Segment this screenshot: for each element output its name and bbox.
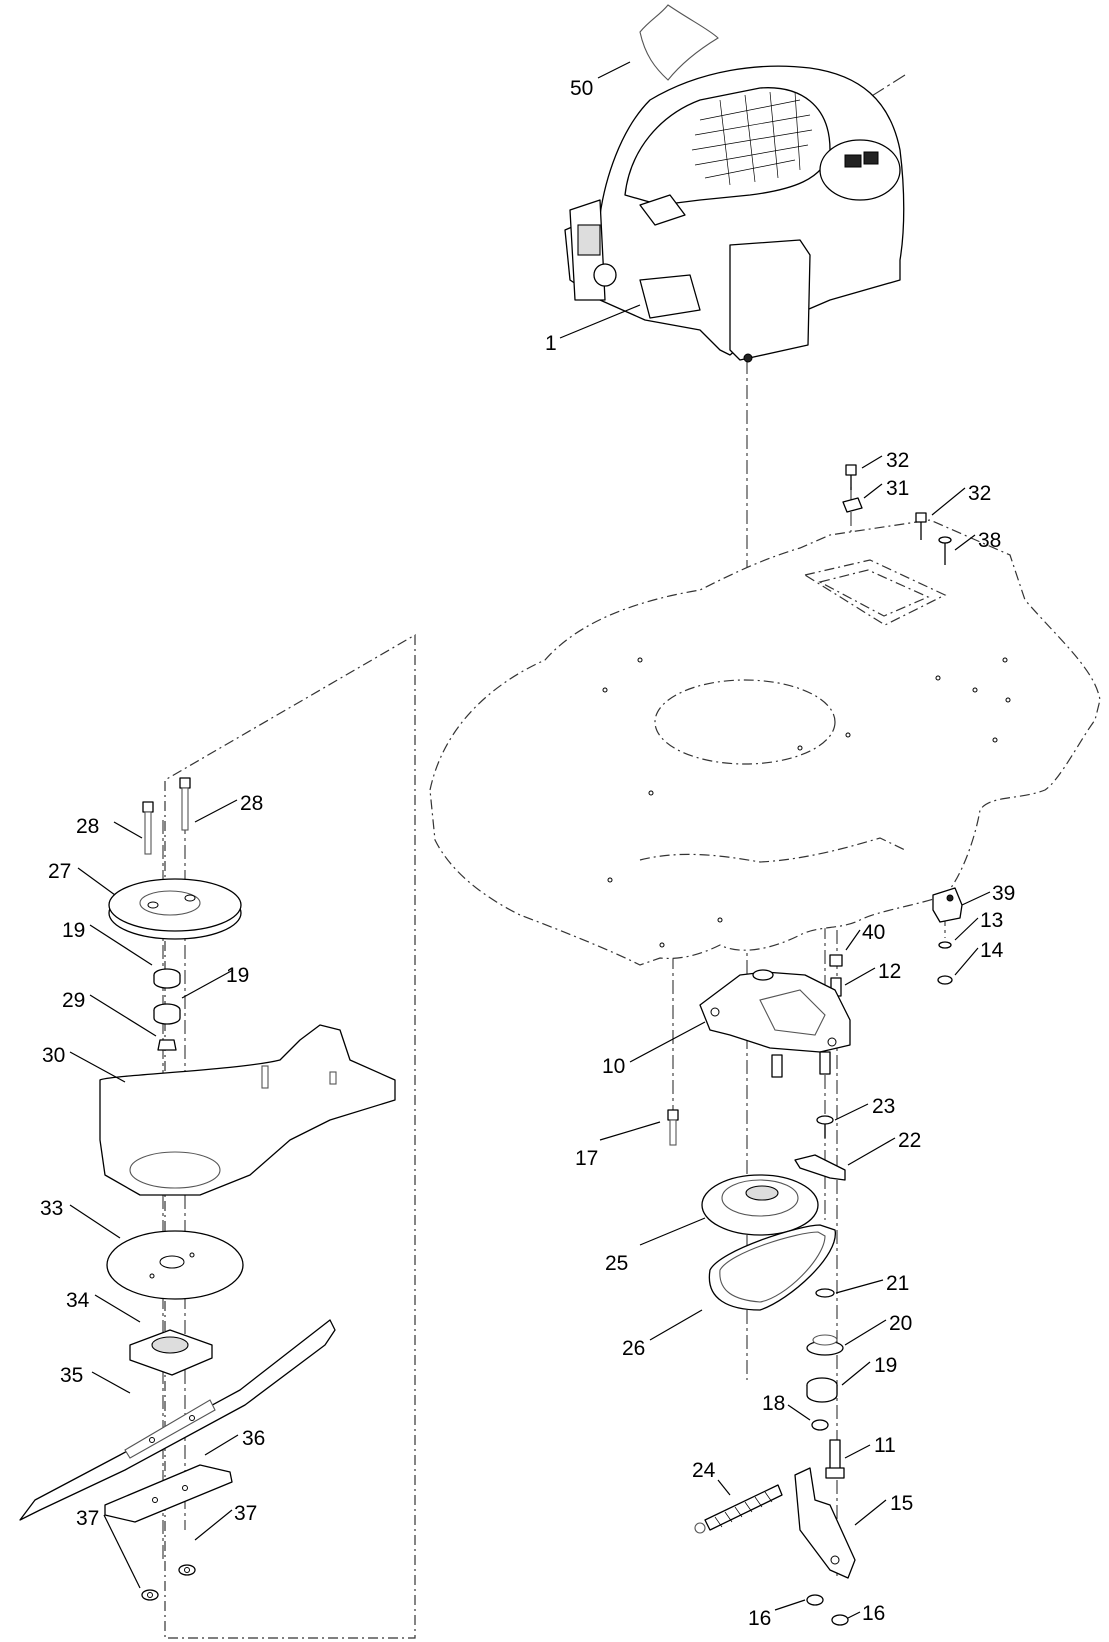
callout-28-b: 28 bbox=[240, 792, 263, 815]
callout-19-a: 19 bbox=[62, 919, 85, 942]
callout-27: 27 bbox=[48, 860, 71, 883]
stiffener-36 bbox=[104, 1464, 233, 1523]
bearing-19-a bbox=[153, 968, 181, 989]
knob-39 bbox=[932, 887, 963, 923]
callout-16-b: 16 bbox=[862, 1602, 885, 1625]
callout-29: 29 bbox=[62, 989, 85, 1012]
callout-11: 11 bbox=[874, 1434, 896, 1457]
pulley-25 bbox=[701, 1174, 819, 1236]
callout-20: 20 bbox=[889, 1312, 912, 1335]
callout-40: 40 bbox=[862, 921, 885, 944]
callout-1: 1 bbox=[545, 332, 557, 355]
callout-24: 24 bbox=[692, 1459, 716, 1482]
adapter-27 bbox=[108, 878, 242, 940]
clip-31 bbox=[842, 497, 863, 513]
callout-38: 38 bbox=[978, 529, 1001, 552]
callout-31: 31 bbox=[886, 477, 909, 500]
callout-18: 18 bbox=[762, 1392, 785, 1415]
callout-13: 13 bbox=[980, 909, 1003, 932]
bolt-28-b bbox=[179, 777, 191, 831]
callout-25: 25 bbox=[605, 1252, 628, 1275]
callout-16-a: 16 bbox=[748, 1607, 771, 1630]
nut-16-b bbox=[831, 1614, 849, 1626]
callout-23: 23 bbox=[872, 1095, 895, 1118]
callout-14: 14 bbox=[980, 939, 1004, 962]
blade-housing-30 bbox=[99, 1024, 396, 1196]
nut-37-a bbox=[141, 1589, 159, 1601]
callout-15: 15 bbox=[890, 1492, 913, 1515]
spring-24 bbox=[694, 1484, 783, 1534]
idler-arm-15 bbox=[794, 1467, 856, 1579]
callout-17: 17 bbox=[575, 1147, 598, 1170]
callout-26: 26 bbox=[622, 1337, 645, 1360]
callout-28-a: 28 bbox=[76, 815, 99, 838]
callout-50: 50 bbox=[570, 77, 593, 100]
callout-10: 10 bbox=[602, 1055, 625, 1078]
bushing-20 bbox=[806, 1334, 844, 1356]
nut-14 bbox=[937, 975, 953, 985]
screw-32-b bbox=[915, 512, 927, 540]
callout-19-b: 19 bbox=[226, 964, 249, 987]
callout-22: 22 bbox=[898, 1129, 921, 1152]
bolt-40 bbox=[829, 954, 843, 967]
pin-23 bbox=[816, 1115, 834, 1138]
idler-bracket-10 bbox=[699, 969, 851, 1078]
nut-37-b bbox=[178, 1564, 196, 1576]
shaft-11 bbox=[825, 1439, 845, 1479]
washer-21 bbox=[815, 1288, 835, 1298]
screw-32-a bbox=[845, 464, 857, 490]
belt-26 bbox=[708, 1224, 836, 1311]
bolt-28-a bbox=[142, 801, 154, 855]
nut-18 bbox=[811, 1419, 829, 1431]
callout-21: 21 bbox=[886, 1272, 909, 1295]
callout-labels: 50 1 32 31 32 38 28 28 27 19 19 29 30 33… bbox=[40, 77, 1015, 1630]
callout-32-a: 32 bbox=[886, 449, 909, 472]
engine-decal bbox=[639, 4, 719, 81]
callout-34: 34 bbox=[66, 1289, 90, 1312]
blade-adapter-34 bbox=[129, 1329, 213, 1376]
washer-33 bbox=[106, 1230, 244, 1300]
bracket-22 bbox=[794, 1154, 846, 1181]
mower-deck-phantom bbox=[429, 519, 1101, 966]
callout-39: 39 bbox=[992, 882, 1015, 905]
blade-35 bbox=[19, 1319, 336, 1521]
callout-33: 33 bbox=[40, 1197, 63, 1220]
callout-30: 30 bbox=[42, 1044, 65, 1067]
bearing-19-c bbox=[806, 1377, 838, 1403]
pin-38 bbox=[938, 536, 952, 565]
callout-37-a: 37 bbox=[76, 1507, 99, 1530]
bearing-19-b bbox=[153, 1003, 181, 1025]
callout-37-b: 37 bbox=[234, 1502, 257, 1525]
washer-13 bbox=[938, 941, 952, 949]
callout-12: 12 bbox=[878, 960, 901, 983]
callout-19-c: 19 bbox=[874, 1354, 897, 1377]
callout-36: 36 bbox=[242, 1427, 265, 1450]
callout-32-b: 32 bbox=[968, 482, 991, 505]
bolt-17 bbox=[667, 1109, 679, 1146]
callout-35: 35 bbox=[60, 1364, 83, 1387]
nut-16-a bbox=[806, 1594, 824, 1606]
engine bbox=[564, 65, 905, 363]
leader-lines bbox=[69, 61, 991, 1619]
nut-29 bbox=[157, 1039, 177, 1051]
